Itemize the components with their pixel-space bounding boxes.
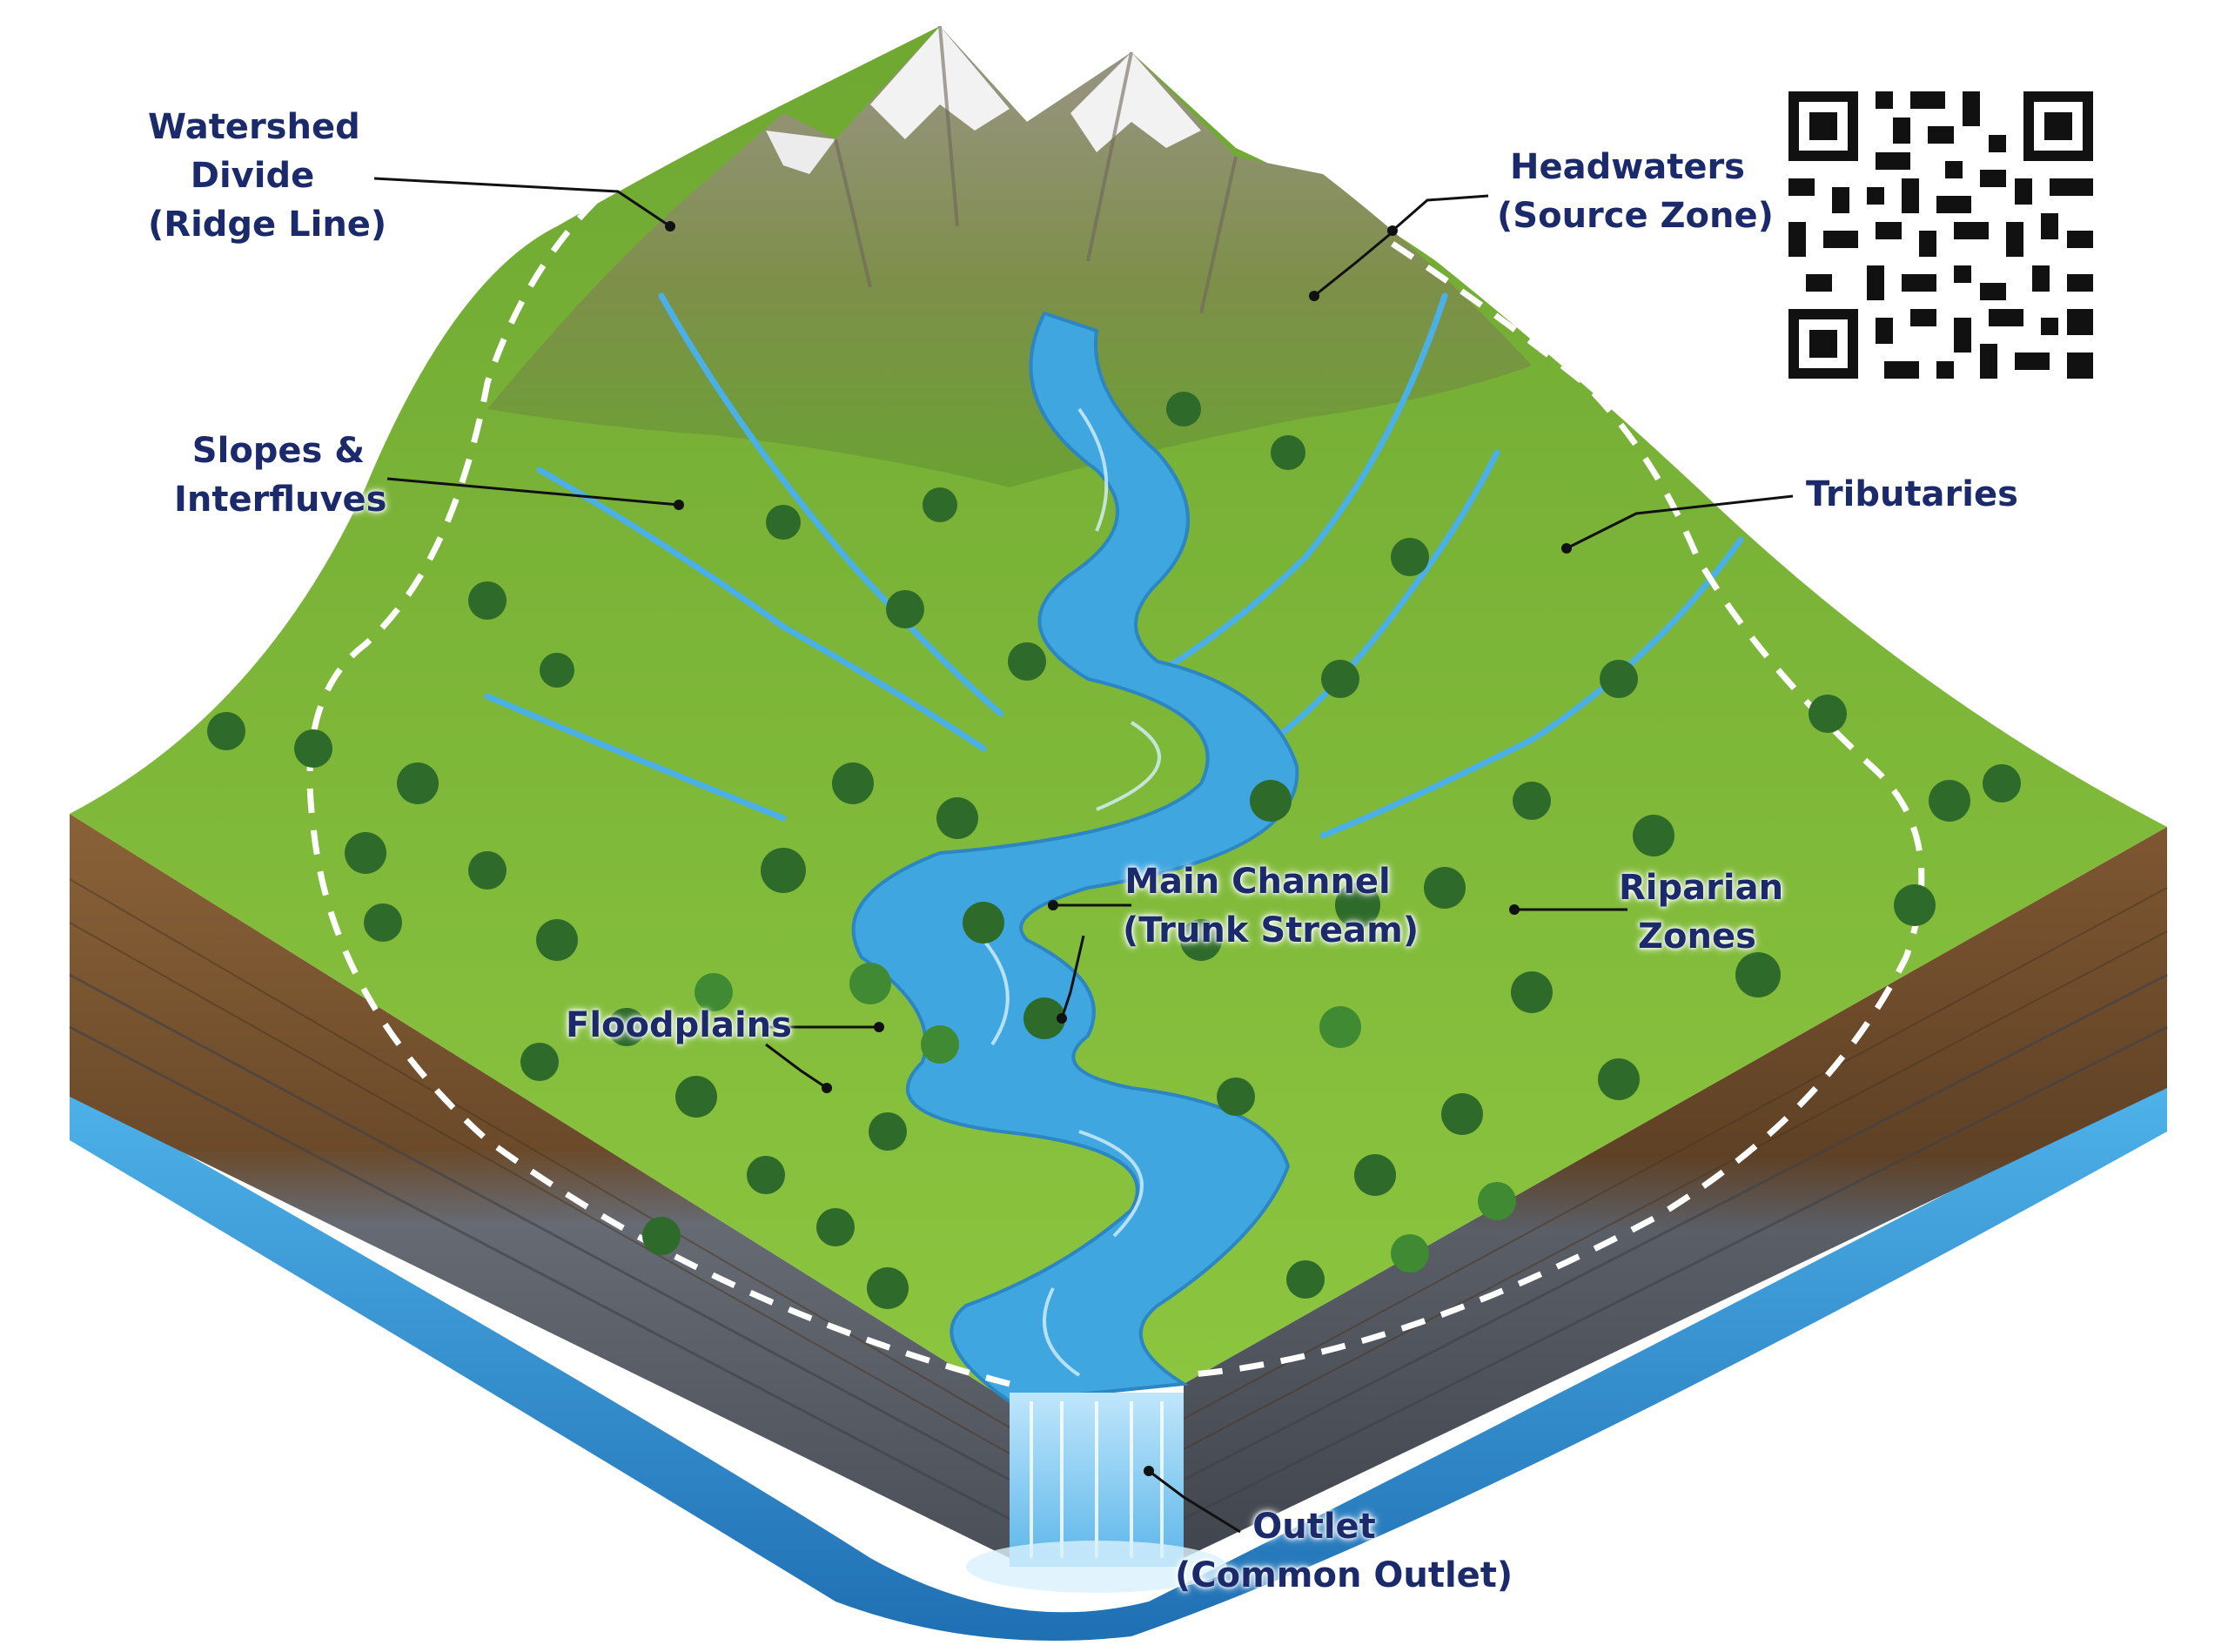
qr-code-icon <box>1788 91 2093 379</box>
snow-cap <box>870 26 1010 139</box>
trees <box>207 392 2021 1309</box>
soil-layers-right <box>1184 827 2167 1558</box>
splash <box>966 1541 1227 1593</box>
label-watershed-divide: Watershed Divide (Ridge Line) <box>148 103 387 249</box>
label-line: Slopes & <box>191 431 366 471</box>
label-slopes-interfluves: Slopes & Interfluves <box>174 426 387 524</box>
label-line: (Trunk Stream) <box>1123 910 1419 950</box>
label-floodplains: Floodplains <box>566 1001 792 1050</box>
label-tributaries: Tributaries <box>1806 470 2018 519</box>
label-line: (Source Zone) <box>1497 196 1774 236</box>
main-channel-river <box>851 311 1299 1404</box>
label-line: (Common Outlet) <box>1175 1555 1513 1595</box>
label-line: Divide <box>190 156 315 196</box>
label-headwaters: Headwaters (Source Zone) <box>1497 143 1774 240</box>
label-line: Watershed <box>148 107 360 147</box>
snow-cap <box>1070 52 1201 152</box>
label-main-channel: Main Channel (Trunk Stream) <box>1123 857 1419 955</box>
label-line: Interfluves <box>174 480 387 520</box>
outlet-pool <box>70 1079 2167 1641</box>
label-line: (Ridge Line) <box>148 205 387 245</box>
label-riparian-zones: Riparian Zones <box>1619 863 1784 961</box>
tributary-streams <box>484 292 1744 839</box>
label-line: Main Channel <box>1124 862 1391 902</box>
label-line: Tributaries <box>1806 474 2018 514</box>
label-line: Riparian <box>1619 868 1784 908</box>
label-line: Headwaters <box>1510 147 1745 187</box>
snow-cap <box>766 131 836 174</box>
soil-layers-left <box>70 814 1010 1558</box>
label-line: Outlet <box>1252 1507 1376 1547</box>
label-outlet: Outlet (Common Outlet) <box>1175 1502 1513 1600</box>
label-line: Floodplains <box>566 1005 792 1045</box>
leader-lines <box>373 177 1794 1534</box>
mountain-range <box>487 26 1532 487</box>
label-line: Zones <box>1638 917 1756 957</box>
